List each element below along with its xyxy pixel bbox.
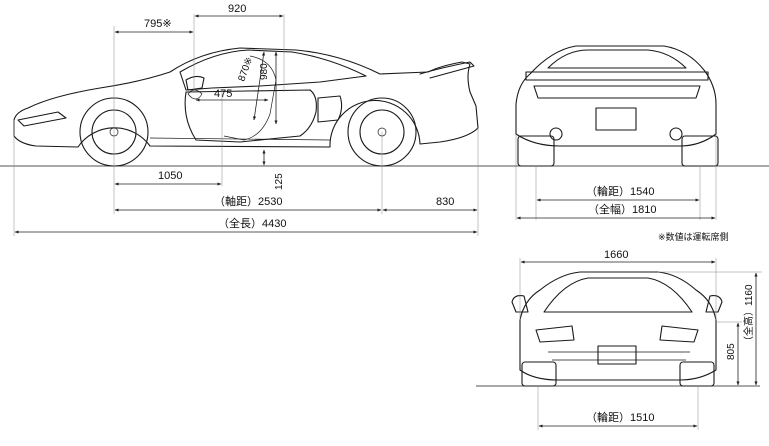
rear-lamp-bar (533, 85, 701, 99)
dim-width: （全幅）1810 (588, 202, 656, 216)
rear-plate (595, 107, 637, 131)
rear-tire-right (681, 135, 719, 167)
front-mirror-right (705, 295, 723, 313)
dim-1050: 1050 (158, 170, 182, 182)
rear-body (515, 45, 717, 147)
dim-height: （全高）1160 (742, 284, 755, 346)
front-tire-right (679, 361, 715, 387)
driver-side-note: ※数値は運転席側 (658, 231, 729, 243)
dim-870: 870※ (236, 56, 255, 83)
side-view: 920 795※ 870※ 980 475 1050 125 （軸距）2530 … (0, 3, 769, 236)
dim-795: 795※ (144, 18, 172, 30)
side-intake (317, 95, 343, 123)
dim-length: （全長）4430 (218, 216, 286, 230)
dim-rear-tread: （輪距）1540 (586, 184, 654, 198)
rear-tire-left (517, 135, 555, 167)
rear-view: （輪距）1540 （全幅）1810 ※数値は運転席側 (515, 45, 729, 243)
rear-exhaust-right (669, 127, 683, 141)
rear-exhaust-left (549, 127, 563, 141)
front-mirror-left (511, 295, 529, 313)
front-lamp (17, 111, 67, 127)
dim-125: 125 (274, 173, 285, 190)
front-body (519, 271, 717, 381)
rear-wing (525, 71, 709, 81)
dim-wheelbase: （軸距）2530 (214, 194, 282, 208)
side-mirror (185, 75, 205, 91)
dim-805: 805 (726, 343, 737, 360)
dim-1660: 1660 (604, 249, 628, 261)
dim-front-tread: （輪距）1510 (586, 410, 654, 424)
front-tire-left (521, 361, 557, 387)
dim-830: 830 (436, 196, 454, 208)
front-view: 1660 （全高）1160 805 （輪距）1510 (476, 249, 762, 430)
dim-980: 980 (259, 63, 270, 80)
front-grille (548, 351, 690, 361)
front-lamp-right (659, 325, 699, 343)
side-door (184, 89, 317, 143)
front-plate (597, 345, 637, 365)
dim-920: 920 (228, 3, 246, 15)
front-windshield (543, 277, 693, 313)
rear-window (547, 49, 687, 69)
steering-wheel (187, 89, 203, 100)
side-body (13, 47, 479, 148)
side-window (179, 49, 367, 91)
dim-475: 475 (214, 88, 232, 100)
rear-spoiler (419, 61, 475, 79)
front-lamp-left (535, 325, 575, 343)
